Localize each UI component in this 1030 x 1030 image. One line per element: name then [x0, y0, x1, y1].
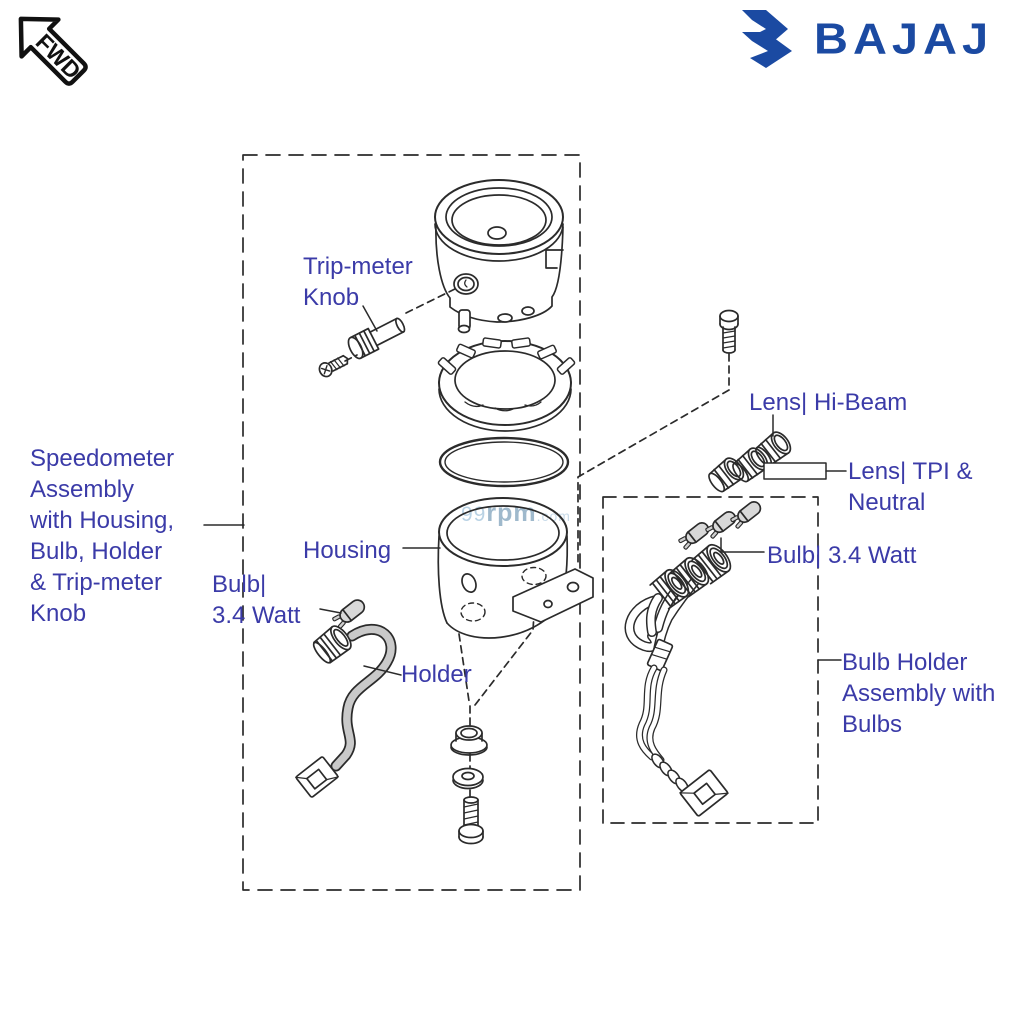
bajaj-logo-text: BAJAJ: [814, 13, 994, 63]
label-line: Bulb, Holder: [30, 538, 163, 565]
bulb-holder-wiring-illustration: [624, 570, 705, 793]
trip-meter-screw-illustration: [318, 354, 349, 378]
label-bulb-left: Bulb| 3.4 Watt: [212, 569, 300, 631]
label-lens-hi-beam: Lens| Hi-Beam: [749, 387, 907, 418]
fwd-direction-badge: FWD: [18, 16, 88, 86]
label-line: Assembly: [30, 476, 135, 503]
label-line: Bulb| 3.4 Watt: [767, 542, 917, 569]
harness-connector-illustration: [679, 769, 729, 817]
label-trip-meter-knob: Trip-meter Knob: [303, 251, 413, 313]
leader-lines: [203, 305, 847, 676]
label-line: Neutral: [848, 489, 926, 516]
bajaj-logo: BAJAJ: [736, 8, 993, 68]
trip-meter-knob-illustration: [347, 317, 406, 360]
bulbs-right-illustration: [678, 501, 762, 550]
label-line: Bulbs: [842, 711, 903, 738]
bulb-left-illustration: [332, 599, 366, 629]
label-housing: Housing: [303, 535, 391, 566]
leader-holder: [363, 665, 402, 676]
label-line: Assembly with: [842, 680, 996, 707]
label-line: Lens| Hi-Beam: [749, 389, 908, 416]
label-line: Knob: [303, 284, 360, 311]
label-line: Speedometer: [30, 445, 175, 472]
housing-illustration: [437, 497, 594, 639]
label-line: & Trip-meter: [30, 569, 163, 596]
holder-illustration: [312, 625, 352, 664]
label-bulb-holder-assembly: Bulb Holder Assembly with Bulbs: [842, 647, 995, 740]
speedometer-illustration: [434, 179, 564, 334]
leader-bracket-lens-tpi: [763, 462, 827, 480]
label-line: Holder: [401, 661, 472, 688]
watermark-mid: rpm: [486, 499, 537, 527]
label-line: Housing: [303, 537, 392, 564]
nut-illustration: [450, 725, 488, 756]
construction-dashed-lines: [344, 287, 730, 801]
screw-illustration: [458, 796, 484, 845]
watermark-suffix: .com: [536, 508, 571, 524]
label-line: Trip-meter: [303, 253, 413, 280]
retaining-ring-illustration: [437, 337, 576, 432]
label-bulb-right: Bulb| 3.4 Watt: [767, 540, 916, 571]
label-holder: Holder: [401, 659, 472, 690]
bulb-holders-right-illustration: [649, 543, 732, 610]
label-lens-tpi-neutral: Lens| TPI & Neutral: [848, 456, 973, 518]
leader-bulb-right: [720, 537, 765, 553]
label-line: 3.4 Watt: [212, 602, 301, 629]
label-line: Bulb Holder: [842, 649, 968, 676]
holder-wire-illustration: [330, 624, 397, 772]
watermark: 99rpm.com: [461, 499, 571, 528]
speedometer-assembly-boundary: [242, 154, 581, 891]
leader-bulb-left: [319, 608, 342, 614]
label-line: Bulb|: [212, 571, 267, 598]
fwd-arrow-icon: FWD: [18, 16, 88, 86]
label-line: Lens| TPI &: [848, 458, 973, 485]
leader-trip-meter-knob: [362, 305, 378, 332]
oring-illustration: [438, 436, 570, 488]
label-speedometer-assembly: Speedometer Assembly with Housing, Bulb,…: [30, 443, 174, 629]
washer-illustration: [452, 767, 484, 790]
bajaj-logo-icon: [742, 10, 792, 68]
holder-connector-illustration: [295, 756, 339, 798]
lens-group-illustration: [708, 431, 792, 493]
mounting-bracket-illustration: [512, 568, 594, 623]
label-line: Knob: [30, 600, 87, 627]
label-line: with Housing,: [30, 507, 175, 534]
bracket-screw-illustration: [719, 309, 739, 354]
